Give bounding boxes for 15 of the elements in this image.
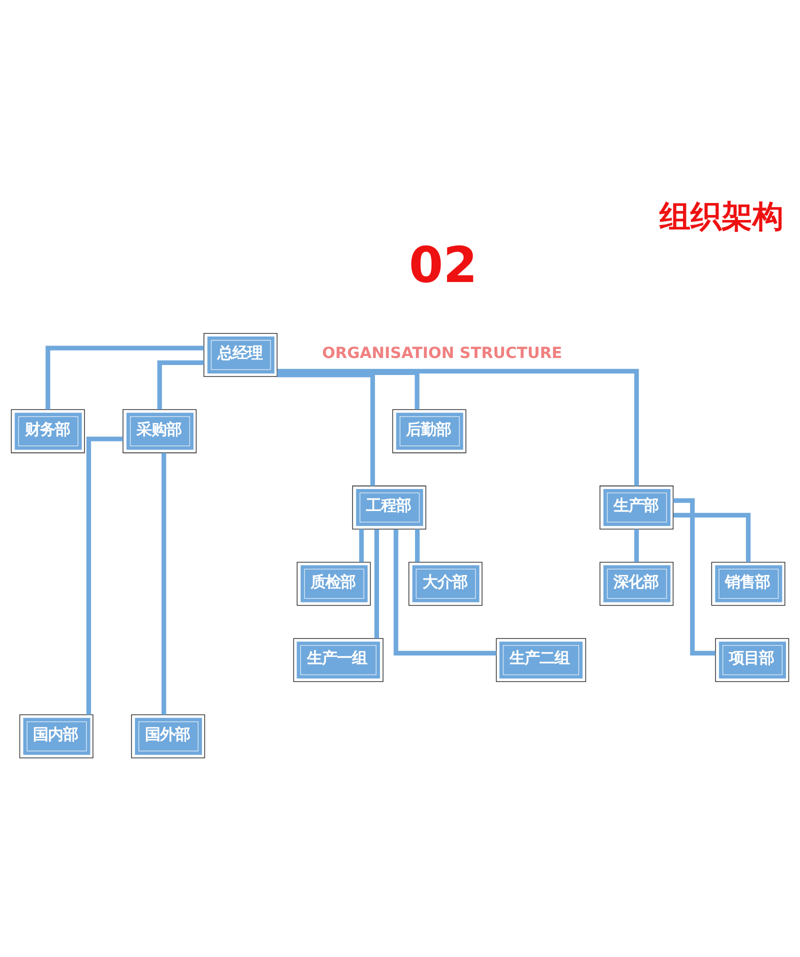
label: ORGANISATION STRUCTURE	[322, 344, 562, 362]
connector	[673, 512, 751, 562]
connector	[415, 528, 420, 562]
label: 02	[408, 235, 478, 294]
connector	[359, 528, 364, 562]
connector	[162, 452, 166, 714]
connector	[46, 345, 204, 410]
connector	[86, 436, 123, 714]
connector	[374, 528, 379, 638]
connector	[394, 528, 496, 655]
connector	[277, 368, 639, 486]
connector	[277, 372, 375, 486]
connector	[634, 528, 639, 562]
connector	[157, 360, 204, 410]
diagram-title: 组织架构	[659, 198, 784, 235]
